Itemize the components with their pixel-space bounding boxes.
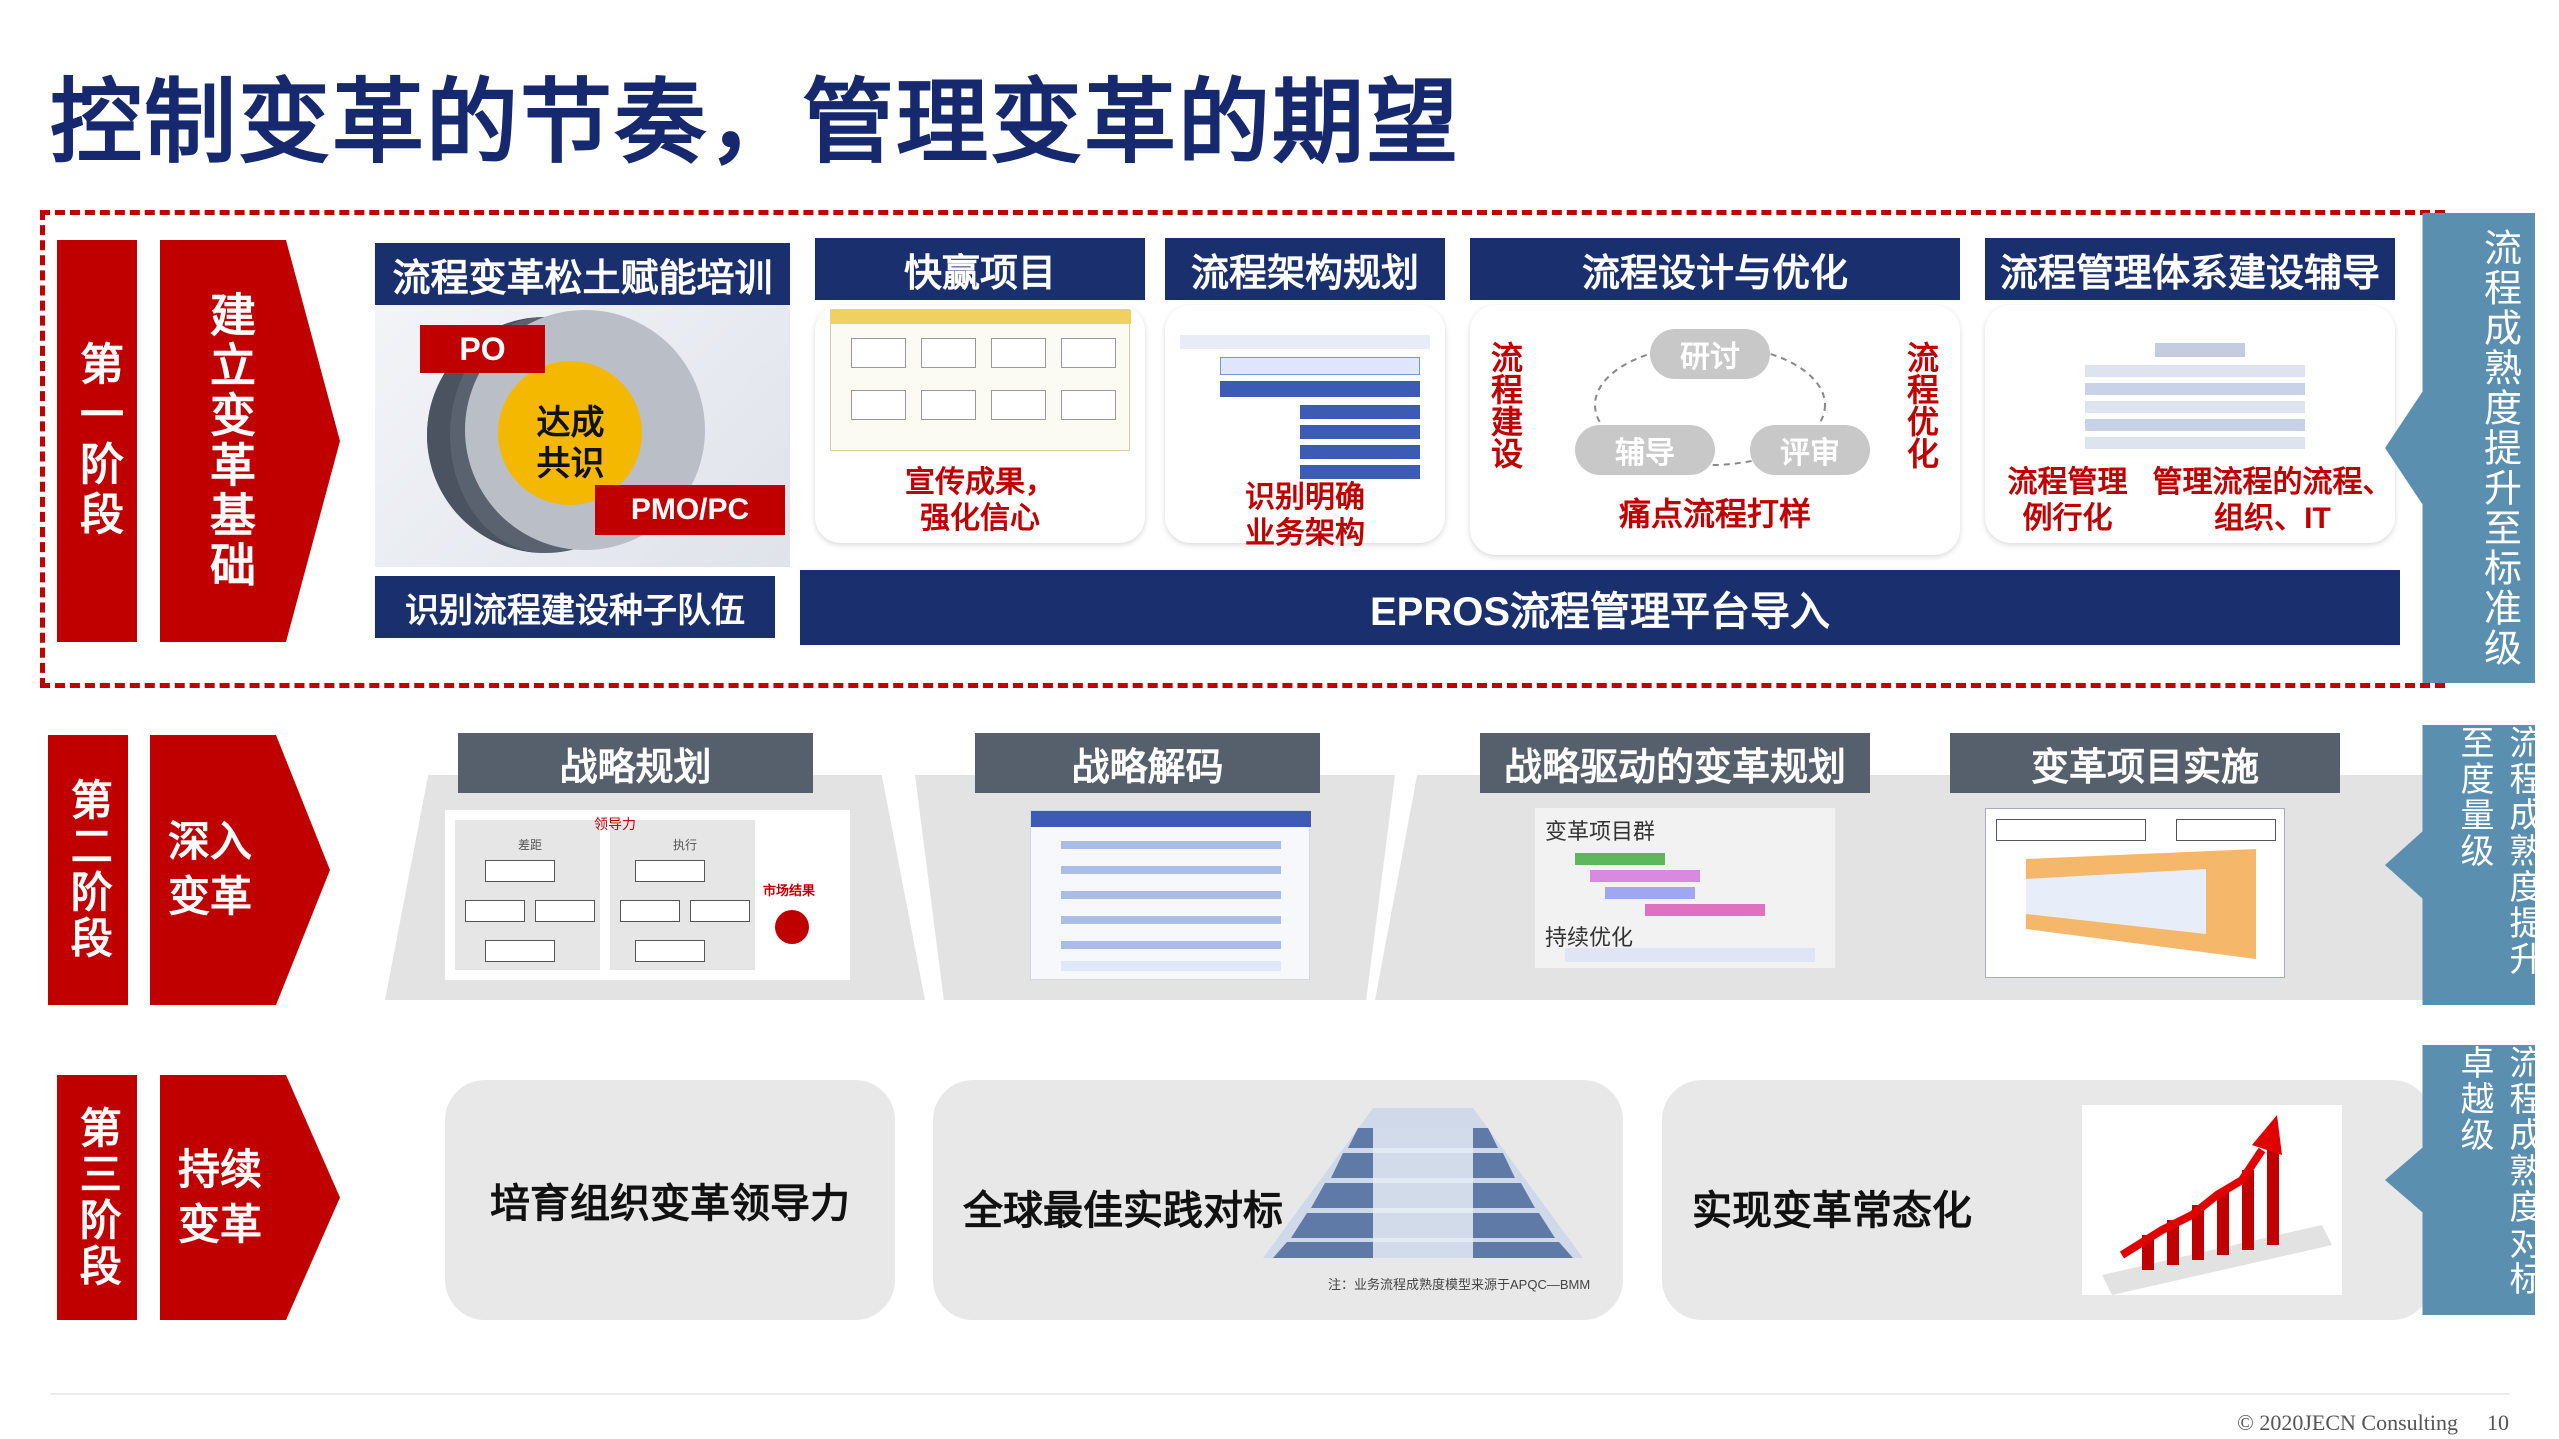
arch-header: 流程架构规划 — [1165, 238, 1445, 300]
stage2-chevron-line1: 深入 — [167, 818, 252, 866]
footer: © 2020JECN Consulting 10 — [2237, 1410, 2509, 1436]
quickwin-caption-line2: 强化信心 — [920, 502, 1040, 535]
stage2-chevron: 深入 变革 — [150, 735, 330, 1005]
stage3-maturity-text: 流程成熟度对标卓越级 — [2455, 1045, 2542, 1297]
stage3-item-normalization: 实现变革常态化 — [1662, 1080, 2432, 1320]
arch-caption: 识别明确 业务架构 — [1165, 480, 1445, 552]
funnel-diagram — [2026, 849, 2256, 959]
stage3-item-normalization-label: 实现变革常态化 — [1692, 1189, 1972, 1233]
quickwin-thumbnail — [830, 309, 1131, 451]
page-title: 控制变革的节奏，管理变革的期望 — [50, 72, 1461, 174]
design-caption: 痛点流程打样 — [1618, 496, 1811, 532]
footer-page-number: 10 — [2487, 1410, 2509, 1435]
quickwin-card: 宣传成果， 强化信心 — [815, 305, 1145, 543]
system-card: 流程管理 例行化 管理流程的流程、 组织、IT — [1985, 305, 2395, 543]
project-list-label: 变革项目群 — [1545, 819, 1656, 844]
design-header: 流程设计与优化 — [1470, 238, 1960, 300]
maturity-pyramid — [1263, 1108, 1583, 1258]
system-caption-right-line1: 管理流程的流程、 — [2152, 466, 2393, 499]
footer-copyright: © 2020JECN Consulting — [2237, 1410, 2458, 1435]
po-badge: PO — [420, 325, 545, 373]
stage1-maturity-text: 流程成熟度提升至标准级 — [2477, 228, 2520, 668]
stage3-item-leadership: 培育组织变革领导力 — [445, 1080, 895, 1320]
arch-thumbnail — [1180, 335, 1430, 485]
system-thumbnail — [2075, 343, 2315, 453]
stage2-maturity-arrow: 流程成熟度提升至度量级 — [2385, 725, 2535, 1005]
arch-card: 识别明确 业务架构 — [1165, 305, 1445, 550]
pmo-badge: PMO/PC — [595, 485, 785, 535]
stage3-chevron-line2: 变革 — [177, 1200, 262, 1248]
system-caption-left-line1: 流程管理 — [2007, 466, 2128, 499]
system-caption-left-line2: 例行化 — [2022, 502, 2113, 535]
stage2-item-change-planning: 战略驱动的变革规划 — [1480, 733, 1870, 793]
project-execution-thumbnail — [1985, 808, 2285, 978]
market-label: 市场结果 — [763, 883, 816, 898]
stage2-label-text: 第二阶段 — [65, 778, 113, 962]
design-left-vertical: 流程建设 — [1487, 341, 1523, 469]
training-visual: PO 达成共识 PMO/PC — [375, 305, 790, 567]
arch-caption-line2: 业务架构 — [1245, 517, 1365, 550]
epros-platform-bar: EPROS流程管理平台导入 — [800, 570, 2400, 645]
stage3-chevron: 持续 变革 — [160, 1075, 340, 1320]
continuous-label: 持续优化 — [1545, 925, 1634, 950]
quickwin-caption: 宣传成果， 强化信心 — [815, 465, 1145, 537]
system-caption-left: 流程管理 例行化 — [1985, 465, 2150, 537]
stage3-item-leadership-label: 培育组织变革领导力 — [490, 1182, 850, 1226]
strategy-planning-thumbnail: 领导力 差距 执行 市场结果 — [445, 810, 850, 980]
strategy-decoding-thumbnail — [1030, 810, 1311, 980]
stage2-label: 第二阶段 — [48, 735, 128, 1005]
node-discuss: 研讨 — [1650, 329, 1770, 379]
training-header: 流程变革松土赋能培训 — [375, 243, 790, 305]
system-header: 流程管理体系建设辅导 — [1985, 238, 2395, 300]
system-caption-right: 管理流程的流程、 组织、IT — [2150, 465, 2395, 537]
stage3-label-text: 第三阶段 — [74, 1105, 122, 1290]
stage1-label: 第一阶段 — [57, 240, 137, 642]
stage2-chevron-line2: 变革 — [167, 873, 252, 920]
stage3-chevron-line1: 持续 — [177, 1145, 262, 1193]
node-coach: 辅导 — [1575, 425, 1715, 475]
stage3-item-benchmark: 全球最佳实践对标 注：业务流程成熟度模型来源于APQC—BMM — [933, 1080, 1623, 1320]
lead-label: 领导力 — [594, 816, 636, 832]
growth-chart-image — [2082, 1105, 2342, 1295]
stage2-item-strategy-planning: 战略规划 — [458, 733, 813, 793]
design-card: 流程建设 流程优化 研讨 辅导 评审 痛点流程打样 — [1470, 305, 1960, 555]
consensus-label: 达成共识 — [536, 404, 605, 483]
stage2-item-project-execution: 变革项目实施 — [1950, 733, 2340, 793]
stage3-item-benchmark-label: 全球最佳实践对标 — [963, 1189, 1283, 1233]
gap-label: 差距 — [517, 838, 542, 852]
node-review: 评审 — [1750, 425, 1870, 475]
design-right-vertical: 流程优化 — [1903, 341, 1939, 469]
arch-caption-line1: 识别明确 — [1245, 481, 1365, 514]
quickwin-caption-line1: 宣传成果， — [905, 466, 1055, 499]
seed-team-bar: 识别流程建设种子队伍 — [375, 576, 775, 638]
system-caption-right-line2: 组织、IT — [2214, 502, 2331, 535]
change-planning-thumbnail: 变革项目群 持续优化 — [1535, 808, 1835, 968]
stage2-maturity-text: 流程成熟度提升至度量级 — [2455, 725, 2542, 977]
quickwin-header: 快赢项目 — [815, 238, 1145, 300]
exec-label: 执行 — [672, 838, 697, 852]
footer-divider — [50, 1393, 2510, 1395]
stage3-label: 第三阶段 — [57, 1075, 137, 1320]
pyramid-note: 注：业务流程成熟度模型来源于APQC—BMM — [1328, 1277, 1591, 1292]
stage2-item-strategy-decoding: 战略解码 — [975, 733, 1320, 793]
